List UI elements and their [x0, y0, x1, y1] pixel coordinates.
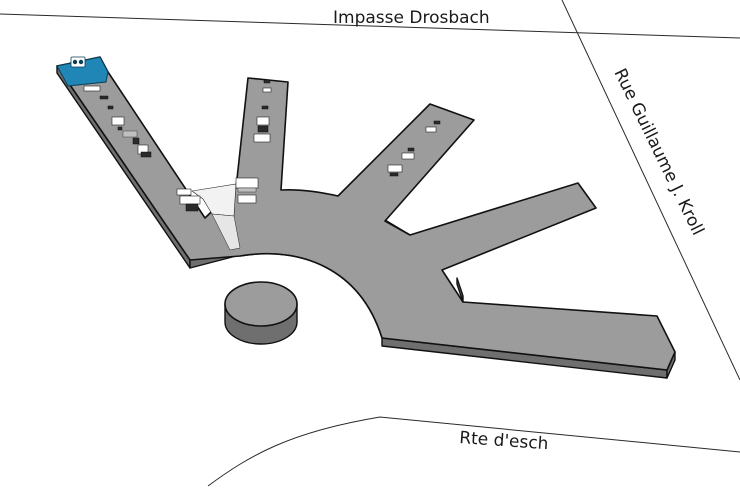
street-label-rue-kroll: Rue Guillaume J. Kroll	[610, 65, 708, 238]
street-label-impasse-drosbach: Impasse Drosbach	[333, 8, 490, 28]
road-rte-esch	[207, 416, 740, 487]
center-wing-rooms	[235, 79, 272, 204]
corridor-strip	[211, 213, 241, 251]
road-impasse-drosbach	[0, 13, 740, 39]
building-footprint	[56, 56, 676, 371]
upper-right-wing-rooms	[387, 120, 441, 177]
elevator-icon	[70, 56, 86, 68]
road-rue-kroll	[561, 0, 740, 381]
left-wing-rooms	[83, 85, 201, 212]
round-structure	[224, 281, 298, 345]
highlighted-room[interactable]	[56, 56, 109, 87]
